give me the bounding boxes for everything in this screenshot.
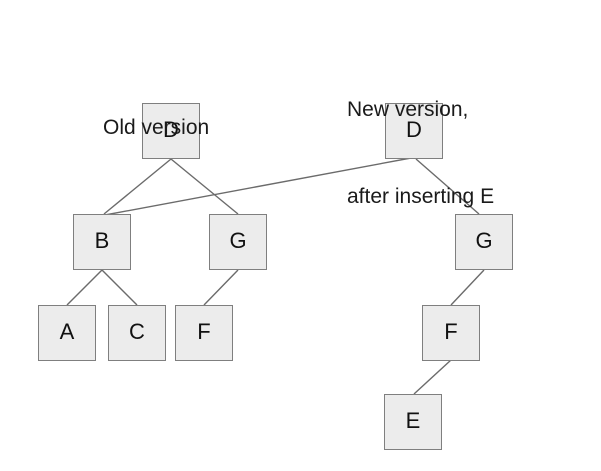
node-old-g[interactable]: G	[209, 214, 267, 270]
node-label: B	[94, 228, 110, 253]
title-old-line-1: Old version	[103, 116, 210, 139]
node-old-c[interactable]: C	[108, 305, 166, 361]
edge-old-g-f	[203, 269, 239, 306]
node-label: D	[163, 117, 179, 142]
title-new-line-1: New version,	[347, 98, 469, 121]
node-label: G	[229, 228, 247, 253]
node-label: D	[406, 117, 422, 142]
edge-new-g-f	[450, 269, 485, 306]
node-new-d[interactable]: D	[385, 103, 443, 159]
node-old-f[interactable]: F	[175, 305, 233, 361]
node-old-b[interactable]: B	[73, 214, 131, 270]
title-new-line-2: after inserting E	[347, 185, 495, 208]
edge-old-b-a	[66, 269, 103, 306]
node-label: F	[197, 319, 211, 344]
title-new-version: New version, after inserting E	[347, 37, 494, 269]
node-label: A	[59, 319, 75, 344]
node-label: C	[129, 319, 145, 344]
node-new-g[interactable]: G	[455, 214, 513, 270]
node-label: G	[475, 228, 493, 253]
node-label: F	[444, 319, 458, 344]
title-old-version: Old version	[103, 55, 209, 200]
node-new-e[interactable]: E	[384, 394, 442, 450]
node-label: E	[405, 408, 421, 433]
edge-new-f-e	[413, 359, 452, 395]
node-new-f[interactable]: F	[422, 305, 480, 361]
edge-old-b-c	[101, 269, 138, 306]
node-old-a[interactable]: A	[38, 305, 96, 361]
